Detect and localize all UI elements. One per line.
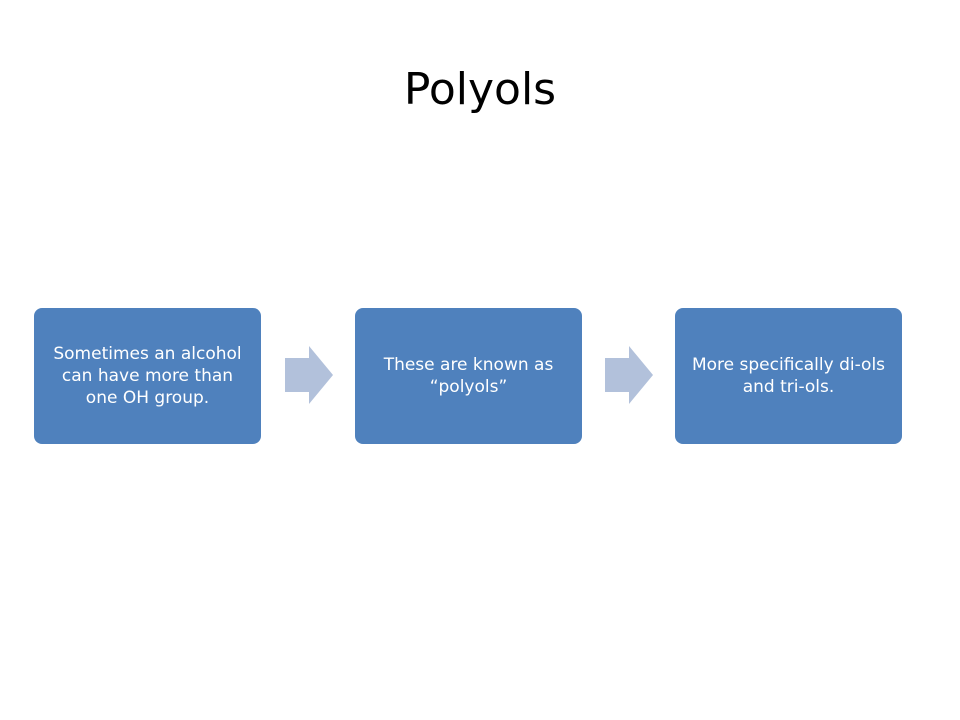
right-arrow-shape: [605, 346, 653, 404]
process-step-1: Sometimes an alcohol can have more than …: [34, 308, 261, 444]
process-step-3: More specifically di-ols and tri-ols.: [675, 308, 902, 444]
slide-title: Polyols: [403, 64, 557, 115]
process-step-1-text: Sometimes an alcohol can have more than …: [53, 344, 242, 408]
right-arrow-icon: [605, 346, 653, 404]
process-step-3-text: More specifically di-ols and tri-ols.: [691, 355, 886, 397]
right-arrow-shape: [285, 346, 333, 404]
process-step-2-text: These are known as “polyols”: [383, 355, 554, 397]
right-arrow-icon: [285, 346, 333, 404]
process-step-2: These are known as “polyols”: [355, 308, 582, 444]
